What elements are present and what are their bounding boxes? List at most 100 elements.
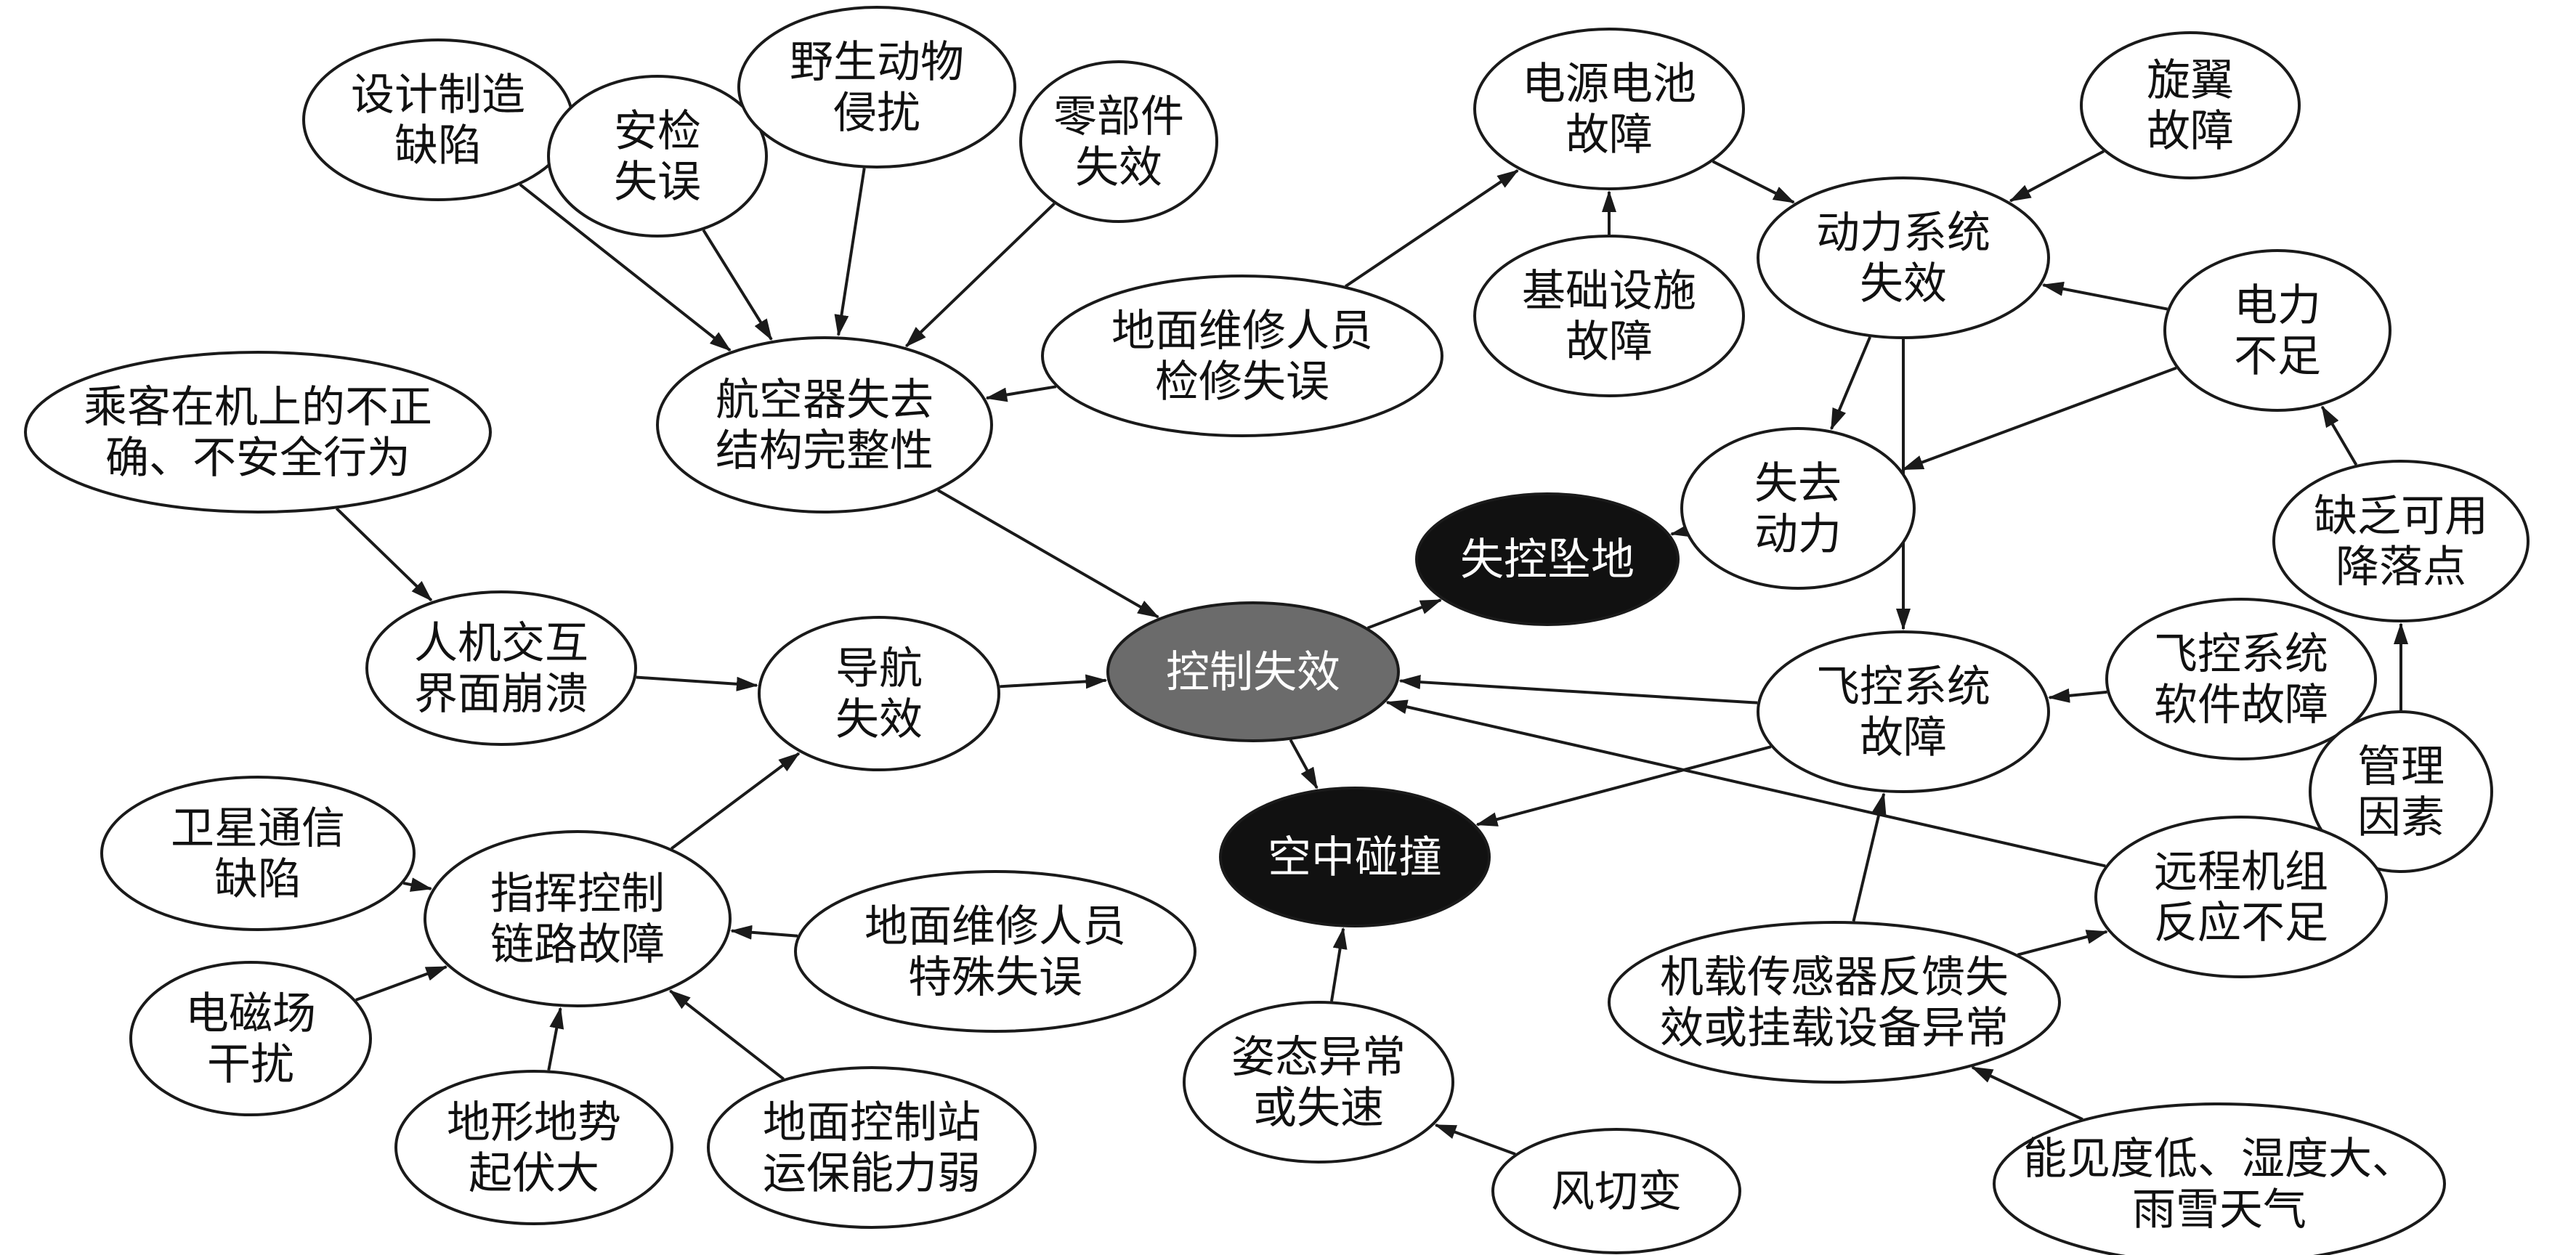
- node-label: 远程机组反应不足: [2154, 847, 2328, 949]
- node-shape: [2272, 460, 2530, 622]
- node-midair-collision: 空中碰撞: [1219, 787, 1491, 927]
- edge-loss-structural-integrity-to-control-failure: [937, 489, 1160, 619]
- edge-security-check-error-to-loss-structural-integrity: [702, 229, 773, 341]
- node-shape: [1757, 176, 2050, 339]
- node-wildlife-disturbance: 野生动物侵扰: [737, 6, 1016, 168]
- edge-satellite-comm-defect-to-c2-link-failure: [402, 877, 433, 892]
- node-design-defect: 设计制造缺陷: [302, 38, 574, 201]
- node-shape: [424, 830, 732, 1007]
- node-label: 基础设施故障: [1522, 266, 1696, 367]
- node-label: 地形地势起伏大: [447, 1097, 621, 1199]
- node-shape: [1041, 275, 1443, 437]
- node-power-battery-failure: 电源电池故障: [1473, 28, 1745, 190]
- edge-wind-shear-to-attitude-abnormal: [1434, 1124, 1516, 1156]
- edge-control-failure-to-midair-collision: [1289, 739, 1319, 789]
- node-shape: [794, 870, 1196, 1033]
- node-label: 风切变: [1551, 1166, 1682, 1217]
- edge-remote-crew-response-to-control-failure: [1385, 699, 2106, 868]
- node-label: 电源电池故障: [1522, 59, 1696, 161]
- node-remote-crew-response: 远程机组反应不足: [2094, 816, 2388, 978]
- node-gcs-weak-support: 地面控制站运保能力弱: [707, 1066, 1037, 1229]
- edge-ground-maintenance-error-to-power-battery-failure: [1345, 169, 1519, 288]
- node-shape: [656, 336, 993, 513]
- edge-flight-control-failure-to-control-failure: [1398, 675, 1758, 704]
- node-ground-maintenance-error: 地面维修人员检修失误: [1041, 275, 1443, 437]
- node-label: 管理因素: [2357, 742, 2445, 843]
- node-label: 失控坠地: [1460, 535, 1635, 585]
- node-label: 野生动物侵扰: [790, 37, 964, 139]
- node-shape: [2080, 31, 2301, 179]
- edge-insufficient-power-to-power-system-failure: [2041, 281, 2168, 311]
- node-shape: [758, 616, 1000, 771]
- node-label: 乘客在机上的不正确、不安全行为: [84, 382, 432, 484]
- node-label: 导航失效: [835, 643, 923, 745]
- edge-navigation-failure-to-control-failure: [1000, 674, 1108, 689]
- node-component-failure: 零部件失效: [1019, 60, 1218, 223]
- edge-ground-maintenance-error-to-loss-structural-integrity: [985, 385, 1057, 402]
- node-shape: [100, 776, 416, 931]
- node-label: 电力不足: [2234, 280, 2321, 382]
- edge-ground-maintenance-special-to-c2-link-failure: [730, 925, 798, 940]
- node-shape: [2105, 598, 2377, 760]
- edge-weather-conditions-to-sensor-feedback-failure: [1971, 1065, 2083, 1121]
- node-management-factors: 管理因素: [2309, 710, 2493, 873]
- edge-em-interference-to-c2-link-failure: [355, 965, 448, 1002]
- node-weather-conditions: 能见度低、湿度大、雨雪天气: [1993, 1102, 2446, 1255]
- node-insufficient-power: 电力不足: [2163, 249, 2391, 412]
- node-shape: [547, 75, 768, 237]
- node-terrain-undulation: 地形地势起伏大: [394, 1070, 673, 1225]
- edge-lack-landing-site-to-insufficient-power: [2320, 405, 2358, 466]
- edge-flight-control-failure-to-midair-collision: [1475, 745, 1772, 826]
- edge-power-system-failure-to-loss-of-power: [1830, 336, 1872, 431]
- node-rotor-failure: 旋翼故障: [2080, 31, 2301, 179]
- node-shape: [2163, 249, 2391, 412]
- node-lack-landing-site: 缺乏可用降落点: [2272, 460, 2530, 622]
- node-shape: [394, 1070, 673, 1225]
- node-ground-maintenance-special: 地面维修人员特殊失误: [794, 870, 1196, 1033]
- edge-gcs-weak-support-to-c2-link-failure: [668, 989, 785, 1081]
- node-shape: [1491, 1128, 1741, 1254]
- edge-sensor-feedback-failure-to-flight-control-failure: [1852, 792, 1887, 922]
- node-shape: [1757, 630, 2050, 793]
- node-shape: [1415, 492, 1680, 626]
- node-label: 零部件失效: [1053, 92, 1184, 193]
- node-power-system-failure: 动力系统失效: [1757, 176, 2050, 339]
- node-label: 航空器失去结构完整性: [716, 375, 933, 476]
- node-label: 失去动力: [1754, 458, 1842, 560]
- node-shape: [1680, 427, 1916, 590]
- node-label: 设计制造缺陷: [351, 70, 525, 171]
- node-label: 安检失误: [614, 106, 701, 208]
- edge-terrain-undulation-to-c2-link-failure: [547, 1007, 564, 1071]
- node-label: 地面控制站运保能力弱: [763, 1097, 981, 1199]
- node-label: 缺乏可用降落点: [2314, 491, 2488, 593]
- node-attitude-abnormal: 姿态异常或失速: [1183, 1001, 1454, 1163]
- node-sensor-feedback-failure: 机载传感器反馈失效或挂载设备异常: [1608, 921, 2061, 1084]
- node-label: 动力系统失效: [1816, 208, 1990, 309]
- node-label: 姿态异常或失速: [1231, 1032, 1406, 1134]
- node-label: 卫星通信缺陷: [171, 803, 345, 905]
- edge-c2-link-failure-to-navigation-failure: [670, 752, 801, 850]
- node-shape: [737, 6, 1016, 168]
- node-wind-shear: 风切变: [1491, 1128, 1741, 1254]
- edge-wildlife-disturbance-to-loss-structural-integrity: [834, 168, 866, 337]
- node-label: 电磁场干扰: [185, 988, 316, 1090]
- node-shape: [1106, 601, 1400, 742]
- node-em-interference: 电磁场干扰: [129, 961, 372, 1116]
- node-shape: [2094, 816, 2388, 978]
- node-hmi-crash: 人机交互界面崩溃: [365, 590, 637, 746]
- node-shape: [365, 590, 637, 746]
- node-loss-structural-integrity: 航空器失去结构完整性: [656, 336, 993, 513]
- node-label: 控制失效: [1166, 647, 1340, 698]
- node-label: 空中碰撞: [1268, 832, 1442, 883]
- edge-component-failure-to-loss-structural-integrity: [905, 202, 1056, 348]
- node-label: 飞控系统软件故障: [2154, 629, 2328, 731]
- node-shape: [1473, 235, 1745, 397]
- node-shape: [1473, 28, 1745, 190]
- node-shape: [1183, 1001, 1454, 1163]
- node-shape: [1019, 60, 1218, 223]
- node-shape: [129, 961, 372, 1116]
- edge-attitude-abnormal-to-midair-collision: [1330, 927, 1348, 1002]
- node-crash-loss-control: 失控坠地: [1415, 492, 1680, 626]
